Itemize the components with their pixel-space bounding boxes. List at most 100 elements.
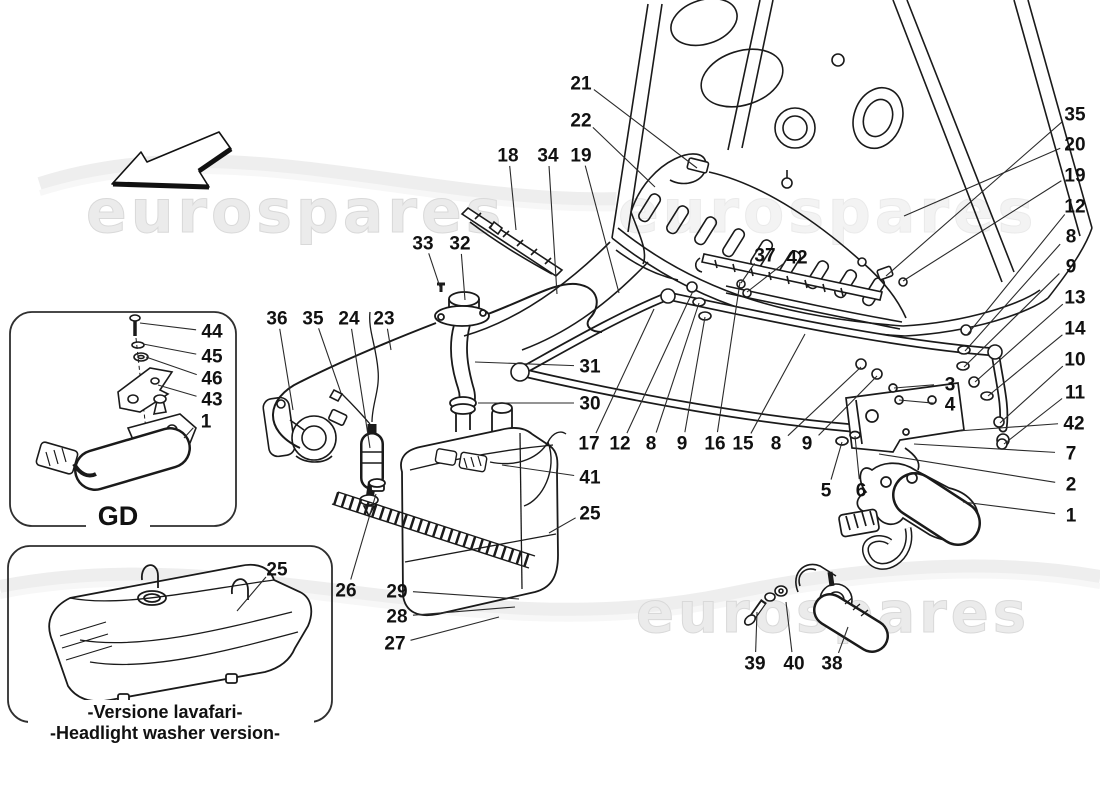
leader-line-39 [755,611,758,653]
leader-line-46 [145,356,197,376]
leader-line-40 [785,601,793,653]
part-callout-8: 8 [646,434,657,455]
leader-line-3 [893,384,935,389]
leader-line-14 [987,334,1063,397]
part-callout-3: 3 [945,375,956,396]
leader-line-20 [903,147,1061,217]
leader-line-21 [593,89,698,169]
leader-line-6 [854,435,860,480]
part-callout-24: 24 [338,309,360,330]
part-callout-40: 40 [783,654,804,675]
leader-line-8 [655,302,700,433]
part-callout-41: 41 [579,468,601,489]
part-callout-12: 12 [1064,197,1085,218]
wiper-blade-drawing [460,206,564,278]
part-callout-13: 13 [1064,288,1085,309]
leader-line-25 [548,517,576,534]
part-callout-34: 34 [537,146,559,167]
part-callout-18: 18 [497,146,518,167]
bonnet-drawing: eurospares [611,0,1100,337]
part-callout-42: 42 [786,248,807,269]
part-callout-2: 2 [1066,475,1077,496]
leader-line-2 [878,453,1056,483]
part-callout-43: 43 [201,390,222,411]
part-callout-44: 44 [201,322,223,343]
watermark-top-right: eurospares [618,177,1037,247]
part-callout-14: 14 [1064,319,1086,340]
leader-line-37 [740,263,756,284]
part-callout-37: 37 [754,246,775,267]
leader-line-41 [501,464,575,477]
part-callout-35: 35 [302,309,324,330]
leader-line-42 [957,423,1059,432]
part-callout-42: 42 [1063,414,1084,435]
leader-line-34 [548,165,558,295]
part-callout-1: 1 [1066,506,1077,527]
leader-line-32 [460,253,466,301]
part-callout-28: 28 [386,607,407,628]
part-callout-4: 4 [945,395,956,416]
leader-line-12 [966,214,1066,336]
leader-line-19 [902,180,1062,282]
part-callout-32: 32 [449,234,470,255]
leader-line-1 [183,427,194,439]
direction-arrow-icon [111,131,233,190]
leader-line-4 [898,399,935,404]
part-callout-22: 22 [570,111,591,132]
horn-bottom-drawing [743,563,889,653]
leader-line-35 [318,328,342,394]
wiper-motor-drawing [835,382,981,570]
leader-line-22 [592,126,656,188]
part-callout-10: 10 [1064,350,1085,371]
leader-line-33 [428,253,442,291]
leader-line-35 [885,120,1064,277]
part-callout-21: 21 [570,74,592,95]
inset-gd-label: GD [98,501,139,531]
leader-line-7 [913,443,1056,453]
leader-line-5 [830,441,843,480]
part-callout-11: 11 [1065,383,1086,404]
leader-line-28 [412,606,516,616]
part-callout-29: 29 [386,582,407,603]
leader-line-42 [746,262,785,293]
part-callout-9: 9 [802,434,813,455]
headlight-washer-caption-en: -Headlight washer version- [50,723,280,743]
part-callout-1: 1 [201,412,212,433]
part-callout-8: 8 [1066,227,1077,248]
leader-line-18 [509,165,517,231]
leader-line-25 [236,576,267,612]
leader-line-13 [974,303,1064,383]
wiper-arm-assembly [463,241,903,351]
leader-line-16 [716,281,741,433]
leader-line-17 [595,308,655,434]
leader-line-27 [410,616,500,641]
leader-line-8 [964,243,1061,352]
leader-line-44 [139,322,197,331]
leader-line-19 [584,165,620,294]
leader-line-10 [999,365,1064,424]
part-callout-19: 19 [1064,166,1085,187]
part-callout-38: 38 [821,654,842,675]
part-callout-30: 30 [579,394,600,415]
leader-line-31 [474,361,575,367]
leader-line-29 [412,591,520,600]
leader-line-9 [818,375,878,436]
leader-line-15 [750,333,806,434]
part-callout-45: 45 [201,347,223,368]
part-callout-19: 19 [570,146,591,167]
horn-left-drawing [262,396,348,463]
headlight-washer-caption-it: -Versione lavafari- [87,702,242,722]
leader-line-43 [157,384,197,397]
part-callout-35: 35 [1064,105,1086,126]
inset-box-headlight-washer: -Versione lavafari- -Headlight washer ve… [7,545,333,744]
leader-line-23 [386,328,392,351]
part-callout-7: 7 [1066,444,1077,465]
part-callout-31: 31 [579,357,601,378]
leader-line-11 [1003,398,1063,445]
part-callout-26: 26 [335,581,356,602]
washer-pump-drawing [328,311,384,518]
part-callout-27: 27 [384,634,405,655]
washer-tank-drawing [272,282,603,617]
